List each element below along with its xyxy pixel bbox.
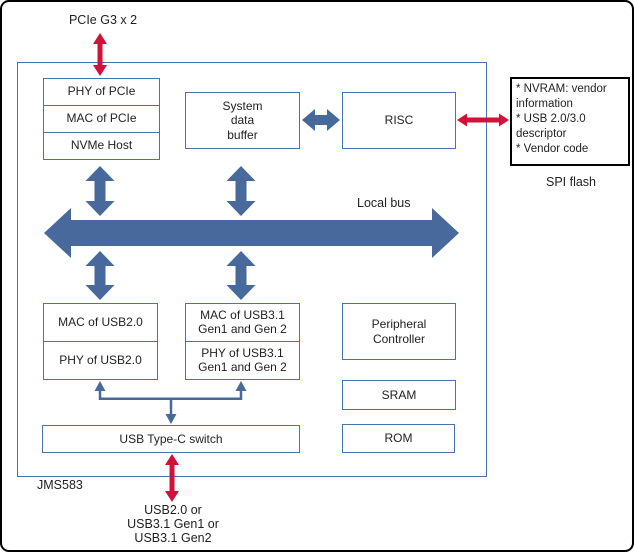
phy-usb3-block: PHY of USB3.1 Gen1 and Gen 2 — [186, 341, 299, 379]
connector-up-left-arrowhead — [94, 381, 106, 391]
usb3-stack: MAC of USB3.1 Gen1 and Gen 2 PHY of USB3… — [185, 303, 300, 380]
connector-up-right-arrowhead — [235, 381, 247, 391]
pcie-nvme-stack: PHY of PCIe MAC of PCIe NVMe Host — [43, 78, 160, 160]
risc-block: RISC — [342, 92, 456, 149]
nvme-host-block: NVMe Host — [44, 132, 159, 159]
bus-down-right-arrow — [226, 251, 256, 300]
pcie-link-arrow — [93, 33, 107, 76]
spi-link-arrow — [457, 113, 509, 127]
mac-pcie-block: MAC of PCIe — [44, 105, 159, 132]
usb2-stack: MAC of USB2.0 PHY of USB2.0 — [43, 303, 158, 380]
local-bus-arrow — [44, 208, 459, 258]
usb-typec-switch-block: USB Type-C switch — [42, 425, 300, 453]
bus-up-left-arrow — [85, 166, 115, 216]
bus-up-right-arrow — [226, 166, 256, 216]
chip-outline — [17, 62, 487, 477]
pcie-port-label: PCIe G3 x 2 — [68, 13, 138, 27]
mac-usb3-block: MAC of USB3.1 Gen1 and Gen 2 — [198, 307, 287, 336]
chip-name-label: JMS583 — [37, 478, 83, 492]
system-data-buffer-block: System data buffer — [185, 92, 300, 149]
usb-link-arrow — [165, 454, 179, 502]
peripheral-controller-block: Peripheral Controller — [342, 303, 456, 360]
phy-pcie-block: PHY of PCIe — [67, 84, 136, 99]
spi-flash-block: * NVRAM: vendor information * USB 2.0/3.… — [510, 77, 630, 166]
spi-flash-label: SPI flash — [545, 175, 597, 189]
local-bus-label: Local bus — [357, 196, 411, 210]
bus-down-left-arrow — [85, 251, 115, 300]
phy-usb2-block: PHY of USB2.0 — [44, 341, 157, 379]
sram-block: SRAM — [342, 380, 456, 410]
connector-down-arrowhead — [165, 414, 177, 424]
buffer-risc-arrow — [302, 109, 340, 131]
mac-usb2-block: MAC of USB2.0 — [58, 314, 143, 329]
rom-block: ROM — [342, 424, 455, 453]
usb-port-label: USB2.0 or USB3.1 Gen1 or USB3.1 Gen2 — [127, 503, 219, 545]
phy-switch-connector — [98, 389, 243, 415]
